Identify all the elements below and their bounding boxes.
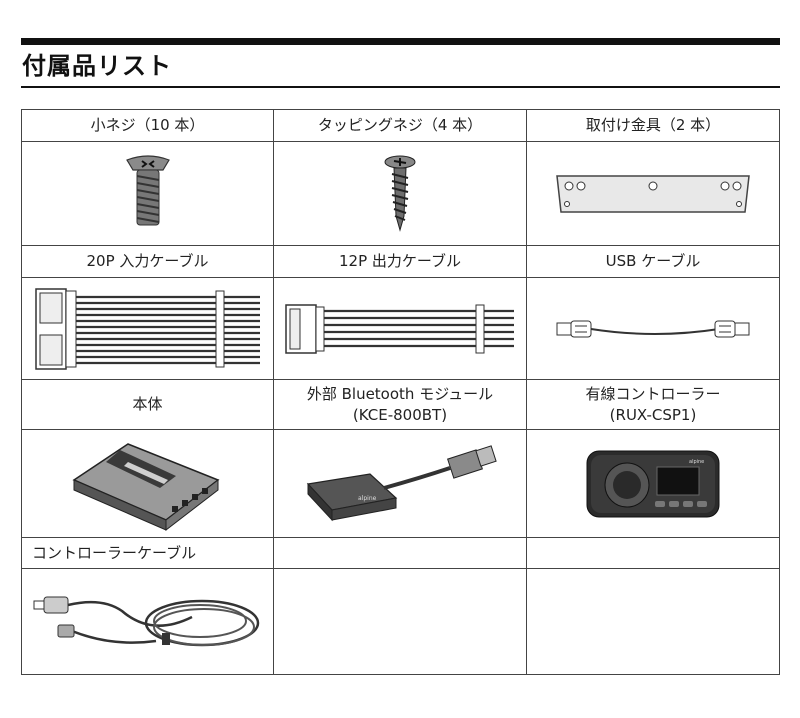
item-image-cell (273, 277, 527, 380)
item-image-cell (21, 568, 274, 675)
item-image-cell (21, 429, 274, 538)
empty-cell (526, 537, 780, 569)
item-label-small-screw: 小ネジ（10 本） (21, 109, 274, 142)
item-image-cell (273, 141, 527, 246)
bluetooth-module-icon: alpine (306, 444, 497, 521)
top-rule-bar (21, 38, 780, 45)
item-label-usb-cable: USB ケーブル (526, 245, 780, 278)
wired-controller-name: 有線コントローラー (585, 384, 721, 403)
item-label-output-cable: 12P 出力ケーブル (273, 245, 527, 278)
item-label-mounting-bracket: 取付け金具（2 本） (526, 109, 780, 142)
output-cable-12p-icon (285, 303, 514, 354)
item-image-cell (526, 277, 780, 380)
wired-controller-model: (RUX-CSP1) (609, 405, 697, 424)
mounting-bracket-icon (556, 174, 750, 213)
item-label-bluetooth-module: 外部 Bluetooth モジュール (KCE-800BT) (273, 379, 527, 430)
page-title: 付属品リスト (22, 52, 172, 80)
item-image-cell (526, 141, 780, 246)
item-label-wired-controller: 有線コントローラー (RUX-CSP1) (526, 379, 780, 430)
table-row (21, 141, 780, 246)
accessory-table: 小ネジ（10 本） タッピングネジ（4 本） 取付け金具（2 本） (21, 109, 780, 675)
input-cable-20p-icon (34, 287, 260, 370)
bluetooth-module-model: (KCE-800BT) (352, 405, 448, 424)
empty-cell (273, 537, 527, 569)
item-image-cell: alpine (526, 429, 780, 538)
item-label-controller-cable: コントローラーケーブル (21, 537, 274, 569)
table-row: 20P 入力ケーブル 12P 出力ケーブル USB ケーブル (21, 245, 780, 278)
main-unit-icon (71, 442, 220, 531)
svg-text:alpine: alpine (689, 459, 704, 465)
table-row (21, 277, 780, 380)
empty-cell (526, 568, 780, 675)
table-row: コントローラーケーブル (21, 537, 780, 569)
empty-cell (273, 568, 527, 675)
item-label-main-unit: 本体 (21, 379, 274, 430)
item-label-input-cable: 20P 入力ケーブル (21, 245, 274, 278)
tapping-screw-icon (384, 155, 416, 232)
table-row: 本体 外部 Bluetooth モジュール (KCE-800BT) 有線コントロ… (21, 379, 780, 430)
table-row: 小ネジ（10 本） タッピングネジ（4 本） 取付け金具（2 本） (21, 109, 780, 142)
svg-text:alpine: alpine (358, 495, 377, 502)
bluetooth-module-name: 外部 Bluetooth モジュール (306, 384, 494, 403)
usb-cable-icon (556, 320, 750, 337)
wired-controller-icon: alpine (586, 450, 720, 517)
table-row (21, 568, 780, 675)
item-image-cell: alpine (273, 429, 527, 538)
small-screw-icon (125, 154, 170, 225)
item-label-tapping-screw: タッピングネジ（4 本） (273, 109, 527, 142)
title-underline (21, 86, 780, 88)
item-image-cell (21, 277, 274, 380)
item-image-cell (21, 141, 274, 246)
table-row: alpine alpine (21, 429, 780, 538)
controller-cable-icon (33, 596, 259, 646)
